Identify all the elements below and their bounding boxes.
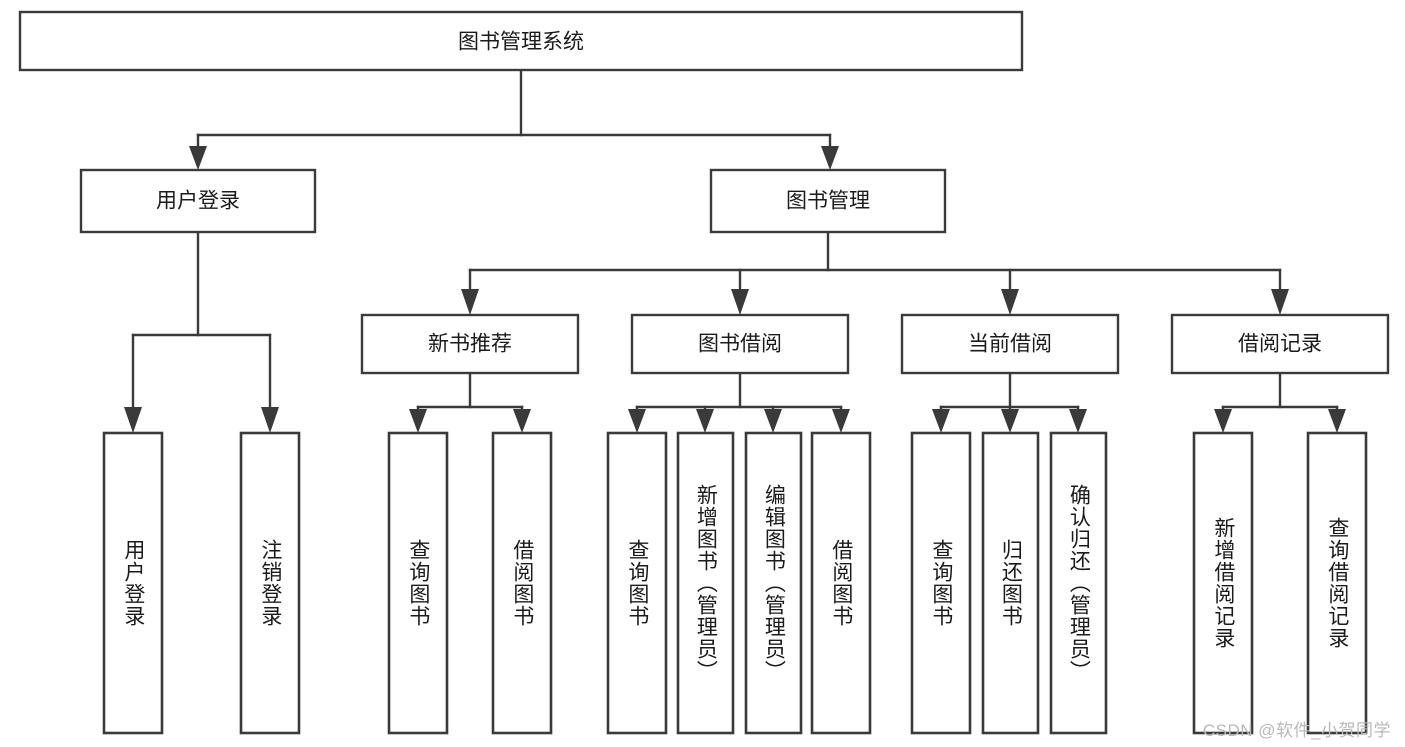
arrow-head-icon	[821, 146, 839, 170]
leaf-boxes-user-login	[102, 431, 301, 735]
node-book-management-box[interactable]	[709, 168, 947, 234]
leaf-boxes-current-borrow	[910, 431, 1108, 735]
node-user-login-box[interactable]	[79, 168, 317, 234]
node-new-book-recommend[interactable]: 新书推荐	[360, 313, 580, 375]
node-current-borrow[interactable]: 当前借阅	[900, 313, 1120, 375]
arrow-head-icon	[409, 409, 427, 433]
arrow-head-icon	[696, 409, 714, 433]
node-borrow-record-box[interactable]	[1170, 313, 1390, 375]
csdn-watermark: CSDN @软件_小贺同学	[1202, 721, 1391, 740]
leaf-box[interactable]	[1192, 431, 1254, 735]
node-user-login-label: 用户登录	[156, 190, 240, 213]
connector-currentborrow-to-leaves	[932, 371, 1087, 433]
node-user-login[interactable]: 用户登录	[79, 168, 317, 234]
node-current-borrow-box[interactable]	[900, 313, 1120, 375]
leaf-box[interactable]	[910, 431, 972, 735]
node-book-management-label: 图书管理	[786, 190, 870, 213]
leaf-box[interactable]	[606, 431, 668, 735]
arrow-head-icon	[1001, 289, 1019, 315]
arrow-head-icon	[628, 409, 646, 433]
leaf-box[interactable]	[744, 431, 803, 735]
connector-booksystem-to-level3	[461, 230, 1289, 315]
node-current-borrow-label: 当前借阅	[968, 333, 1052, 356]
node-new-book-recommend-box[interactable]	[360, 313, 580, 375]
arrow-head-icon	[1328, 409, 1346, 433]
arrow-head-icon	[1069, 409, 1087, 433]
arrow-head-icon	[832, 409, 850, 433]
node-new-book-recommend-label: 新书推荐	[428, 333, 512, 356]
leaf-box[interactable]	[981, 431, 1040, 735]
leaf-box[interactable]	[1049, 431, 1108, 735]
connector-root-to-level2	[189, 68, 839, 170]
arrow-head-icon	[1001, 409, 1019, 433]
node-root-label: 图书管理系统	[458, 31, 584, 54]
leaf-boxes-new-book	[387, 431, 553, 735]
arrow-head-icon	[124, 407, 142, 433]
leaf-boxes-book-borrow	[606, 431, 872, 735]
node-borrow-record[interactable]: 借阅记录	[1170, 313, 1390, 375]
arrow-head-icon	[189, 146, 207, 170]
node-borrow-record-label: 借阅记录	[1238, 333, 1322, 356]
arrow-head-icon	[261, 407, 279, 433]
leaf-boxes-borrow-record	[1192, 431, 1368, 735]
leaf-box[interactable]	[676, 431, 735, 735]
leaf-box[interactable]	[387, 431, 449, 735]
node-root-box[interactable]	[18, 10, 1024, 72]
arrow-head-icon	[461, 289, 479, 315]
node-book-borrow-label: 图书借阅	[698, 333, 782, 356]
node-book-borrow-box[interactable]	[630, 313, 850, 375]
connector-borrowrecord-to-leaves	[1214, 371, 1346, 433]
node-book-borrow[interactable]: 图书借阅	[630, 313, 850, 375]
node-root[interactable]: 图书管理系统	[18, 10, 1024, 72]
leaf-box[interactable]	[810, 431, 872, 735]
connector-borrowbook-to-leaves	[628, 371, 850, 433]
arrow-head-icon	[932, 409, 950, 433]
connector-newbook-to-leaves	[409, 371, 531, 433]
arrow-head-icon	[513, 409, 531, 433]
node-book-management[interactable]: 图书管理	[709, 168, 947, 234]
leaf-box[interactable]	[491, 431, 553, 735]
arrow-head-icon	[1214, 409, 1232, 433]
arrow-head-icon	[1271, 289, 1289, 315]
connector-userlogin-to-leaves	[124, 230, 279, 433]
arrow-head-icon	[731, 289, 749, 315]
leaf-box[interactable]	[102, 431, 164, 735]
leaf-box[interactable]	[1306, 431, 1368, 735]
arrow-head-icon	[764, 409, 782, 433]
leaf-box[interactable]	[239, 431, 301, 735]
